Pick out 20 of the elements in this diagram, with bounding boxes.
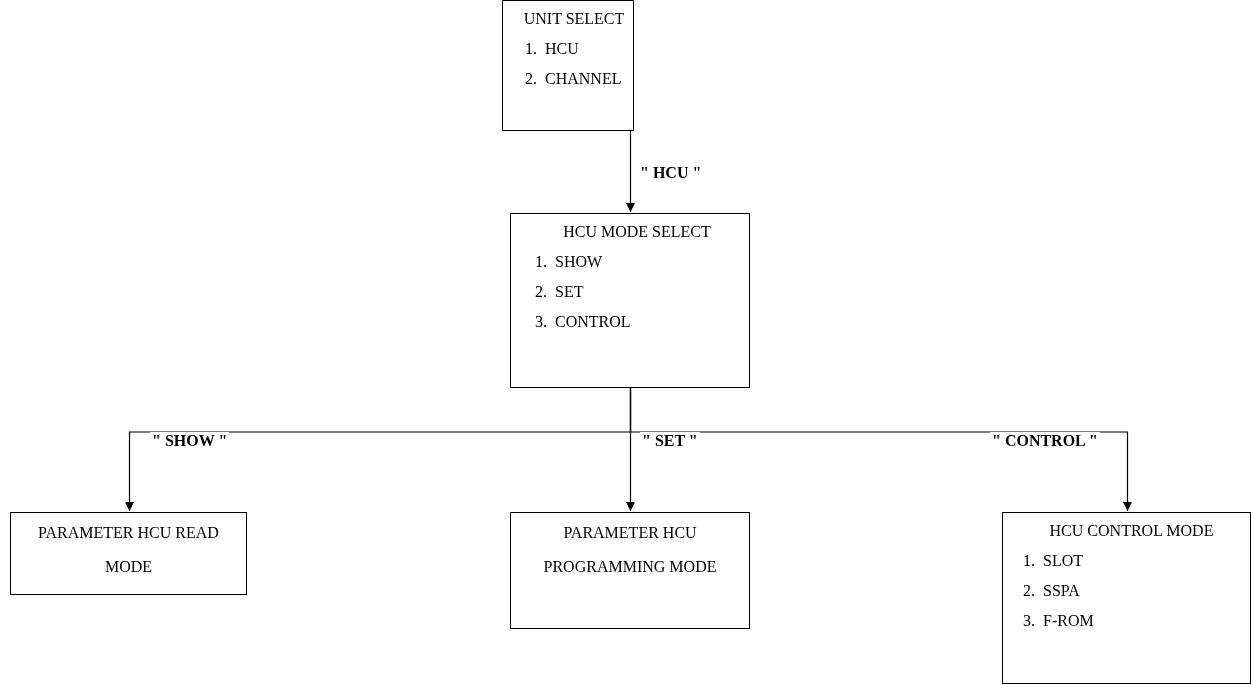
- menu-item: 2. SET: [535, 282, 584, 302]
- menu-item: 1. SHOW: [535, 252, 603, 272]
- arrow: [629, 387, 1132, 512]
- box-text: PARAMETER HCU READ MODE: [37, 523, 220, 577]
- menu-box: [510, 512, 750, 629]
- box-heading: HCU MODE SELECT: [563, 222, 711, 242]
- box-heading: HCU CONTROL MODE: [1049, 521, 1214, 541]
- menu-box: [10, 512, 247, 595]
- box-text: PARAMETER HCU PROGRAMMING MODE: [542, 523, 718, 577]
- menu-item: 3. F-ROM: [1023, 611, 1094, 631]
- menu-item: 2. SSPA: [1023, 581, 1080, 601]
- menu-item: 2. CHANNEL: [525, 69, 622, 89]
- menu-box: [1002, 512, 1251, 684]
- arrow: [626, 130, 635, 213]
- menu-box: [502, 0, 634, 131]
- menu-box: [510, 213, 750, 388]
- menu-item: 1. SLOT: [1023, 551, 1083, 571]
- box-heading: UNIT SELECT: [523, 9, 625, 29]
- menu-item: 1. HCU: [525, 39, 579, 59]
- menu-item: 3. CONTROL: [535, 312, 631, 332]
